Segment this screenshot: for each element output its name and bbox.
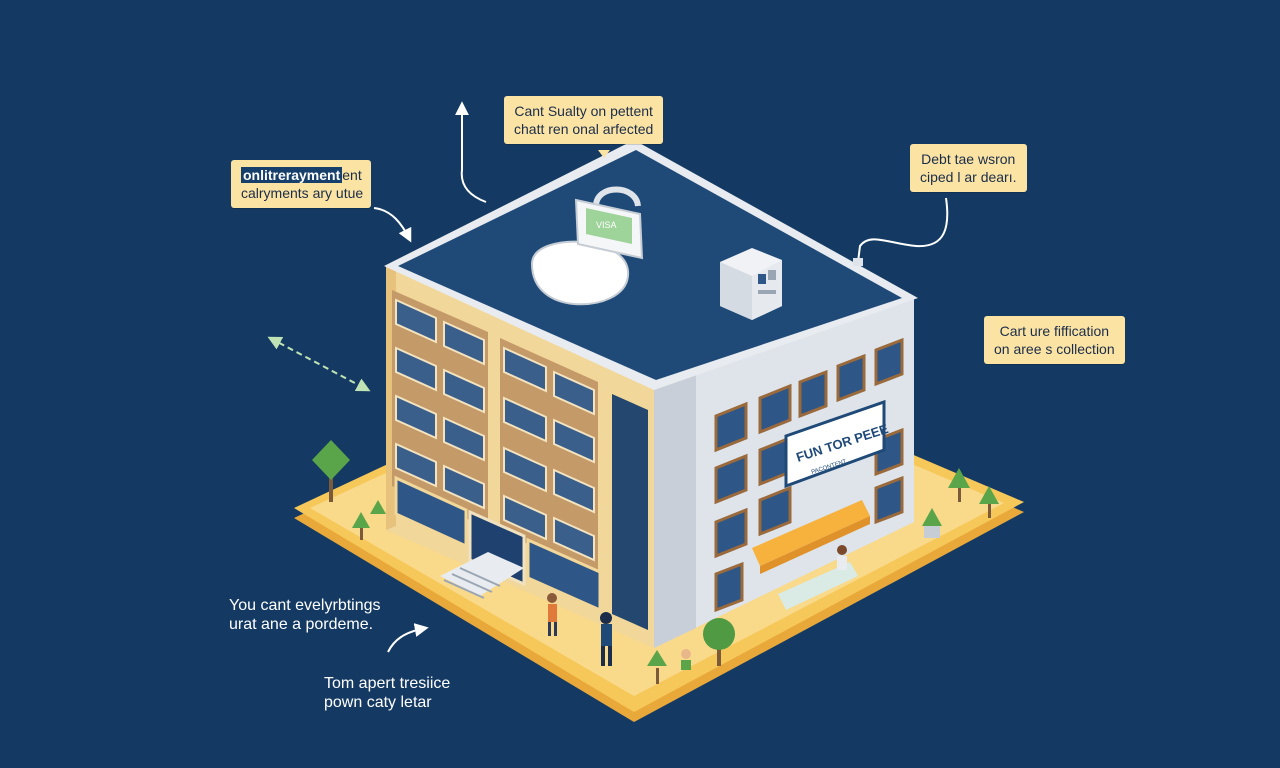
store-sign: FUN TOR PEEE PACONTENT <box>784 399 890 489</box>
callout-left-highlight: onlitrerayment <box>241 167 343 183</box>
callout-top-right-line1: Debt tae wsron <box>921 151 1016 167</box>
credit-card-icon: VISA <box>586 208 632 244</box>
callout-right-line2: on aree s collection <box>994 341 1115 357</box>
callout-pointer <box>598 150 610 158</box>
balcony-windows <box>395 298 595 562</box>
callout-right: Cart ure fiffication on aree s collectio… <box>984 316 1125 364</box>
callout-top-center-line1: Cant Sualty on pettent <box>514 103 653 119</box>
label-bottom-center-line2: pown caty letar <box>324 694 432 711</box>
label-bottom-center: Tom apert tresiice pown caty letar <box>324 674 450 712</box>
callout-top-right: Debt tae wsron ciped l ar dearı. <box>910 144 1027 192</box>
label-bottom-left: You cant evelyrbtings urat ane a pordeme… <box>229 596 381 634</box>
tree-icon <box>312 440 999 684</box>
label-bottom-left-line1: You cant evelyrbtings <box>229 597 381 614</box>
curved-arrow-icon <box>373 197 949 653</box>
server-icon <box>720 248 782 320</box>
callout-top-center: Cant Sualty on pettent chatt ren onal ar… <box>504 96 664 144</box>
callout-left-line2: calryments ary utue <box>241 185 364 201</box>
label-bottom-center-line1: Tom apert tresiice <box>324 675 451 692</box>
building-roof <box>384 140 918 390</box>
callout-top-right-line2: ciped l ar dearı. <box>920 169 1017 185</box>
callout-top-center-line2: chatt ren onal arfected <box>514 121 654 137</box>
building-left-wall <box>386 262 654 648</box>
building-right-wall <box>654 296 914 648</box>
arrow-up-icon <box>455 101 487 203</box>
callout-right-line1: Cart ure fiffication <box>999 323 1110 339</box>
label-bottom-left-line2: urat ane a pordeme. <box>229 616 374 633</box>
right-windows <box>714 337 904 613</box>
double-arrow-icon <box>267 336 371 392</box>
card-label: VISA <box>596 220 617 230</box>
person-icon <box>547 545 847 670</box>
callout-left-line1-tail: ent <box>342 167 362 183</box>
